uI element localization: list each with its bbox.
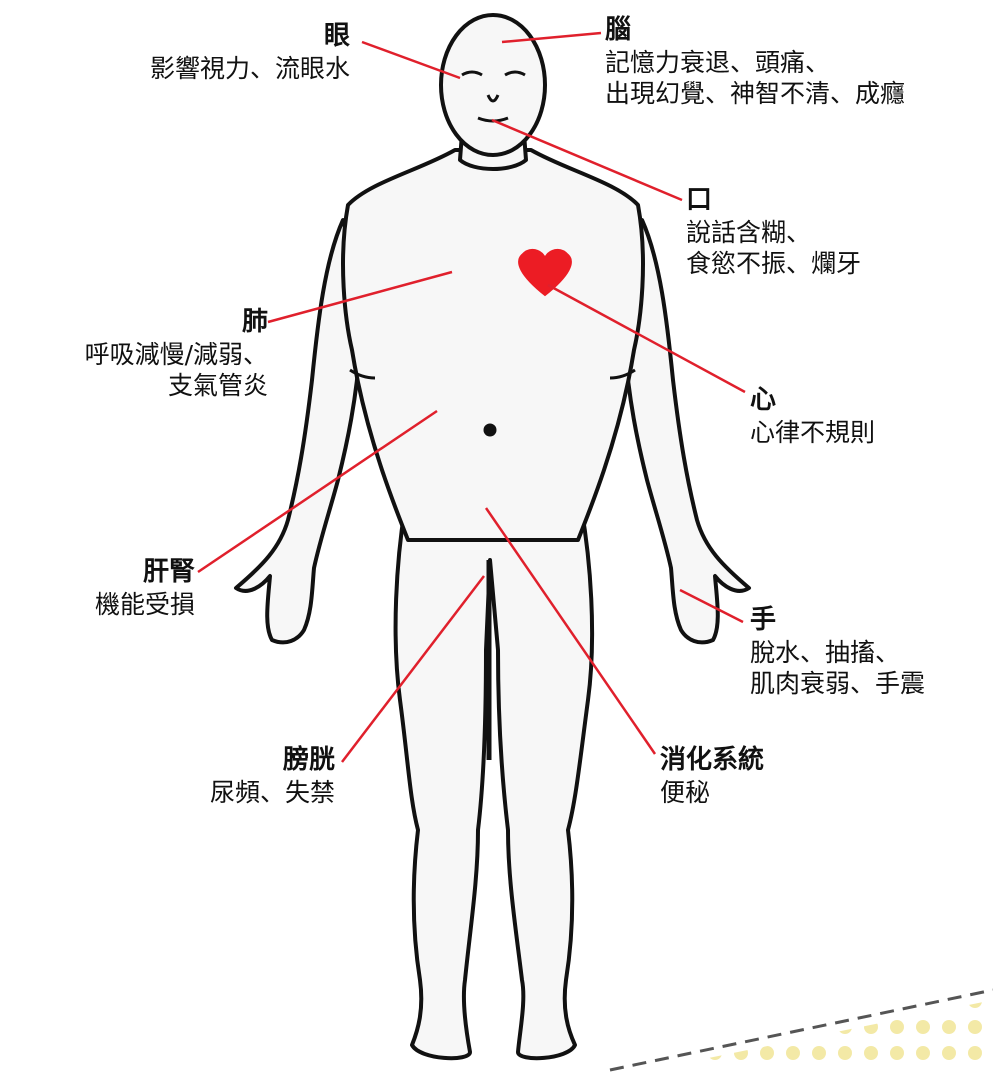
label-bladder-organ: 膀胱 — [150, 744, 335, 777]
label-hand: 手 脫水、抽搐、 肌肉衰弱、手震 — [750, 604, 925, 699]
label-digestive-system-effect: 便秘 — [660, 777, 764, 808]
label-lung: 肺 呼吸減慢/減弱、 支氣管炎 — [8, 306, 268, 401]
label-liver-kidney: 肝腎 機能受損 — [40, 556, 195, 620]
label-heart-organ: 心 — [750, 384, 875, 417]
label-bladder-effect: 尿頻、失禁 — [150, 777, 335, 808]
label-hand-effect-2: 肌肉衰弱、手震 — [750, 668, 925, 699]
label-digestive-system-organ: 消化系統 — [660, 744, 764, 777]
label-heart: 心 心律不規則 — [750, 384, 875, 448]
label-lung-effect-1: 呼吸減慢/減弱、 — [8, 339, 268, 370]
label-lung-organ: 肺 — [8, 306, 268, 339]
label-liver-kidney-organ: 肝腎 — [40, 556, 195, 589]
label-eye-effect: 影響視力、流眼水 — [80, 53, 350, 84]
label-mouth-organ: 口 — [686, 184, 861, 217]
label-brain: 腦 記憶力衰退、頭痛、 出現幻覺、神智不清、成癮 — [605, 14, 905, 109]
human-body-figure — [236, 15, 749, 1058]
label-digestive-system: 消化系統 便秘 — [660, 744, 764, 808]
label-lung-effect-2: 支氣管炎 — [8, 370, 268, 401]
label-mouth-effect-2: 食慾不振、爛牙 — [686, 248, 861, 279]
label-mouth: 口 說話含糊、 食慾不振、爛牙 — [686, 184, 861, 279]
label-eye-organ: 眼 — [80, 20, 350, 53]
label-brain-organ: 腦 — [605, 14, 905, 47]
label-brain-effect-2: 出現幻覺、神智不清、成癮 — [605, 78, 905, 109]
label-brain-effect-1: 記憶力衰退、頭痛、 — [605, 47, 905, 78]
label-bladder: 膀胱 尿頻、失禁 — [150, 744, 335, 808]
label-eye: 眼 影響視力、流眼水 — [80, 20, 350, 84]
label-hand-organ: 手 — [750, 604, 925, 637]
label-liver-kidney-effect: 機能受損 — [40, 589, 195, 620]
corner-decoration — [610, 990, 993, 1072]
label-heart-effect: 心律不規則 — [750, 417, 875, 448]
label-hand-effect-1: 脫水、抽搐、 — [750, 637, 925, 668]
label-mouth-effect-1: 說話含糊、 — [686, 217, 861, 248]
